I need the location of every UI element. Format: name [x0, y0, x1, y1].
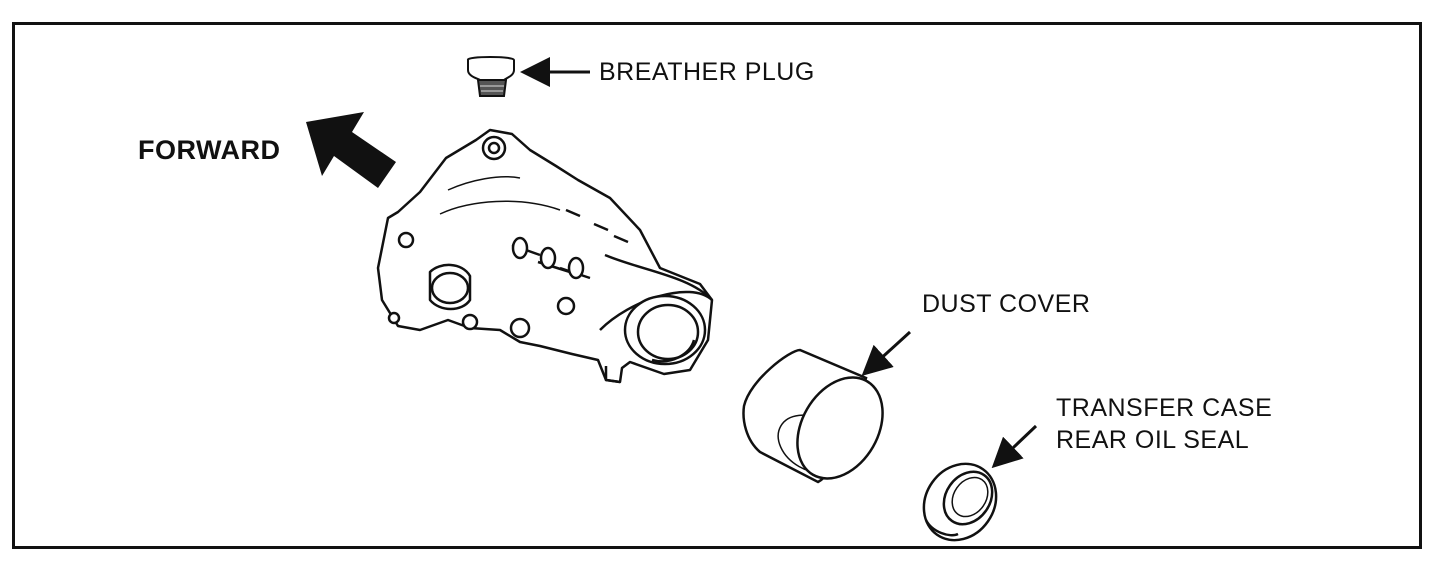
- dust-cover-part: [742, 348, 884, 484]
- breather-plug-label: BREATHER PLUG: [599, 58, 815, 86]
- rear-oil-seal-arrow: [991, 424, 1038, 469]
- dust-cover-arrow: [861, 330, 912, 377]
- rear-oil-seal-part: [922, 462, 998, 542]
- transfer-case-housing: [376, 128, 714, 384]
- forward-label: FORWARD: [138, 135, 281, 165]
- dust-cover-label: DUST COVER: [922, 290, 1091, 318]
- forward-arrow-icon: [306, 112, 396, 188]
- rear-oil-seal-label-line1: TRANSFER CASE: [1056, 394, 1273, 422]
- breather-plug-icon: [466, 56, 515, 97]
- rear-oil-seal-label-line2: REAR OIL SEAL: [1056, 426, 1250, 454]
- diagram-frame: [12, 22, 1422, 549]
